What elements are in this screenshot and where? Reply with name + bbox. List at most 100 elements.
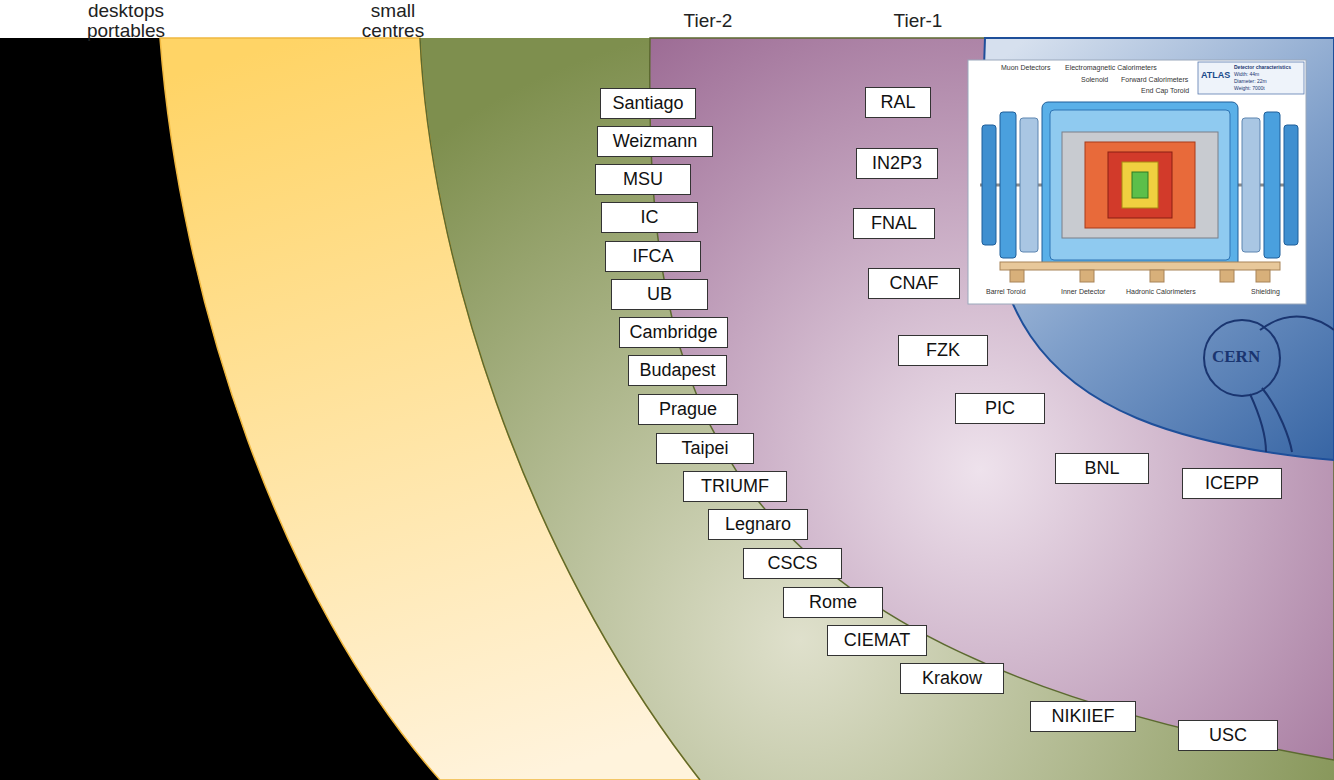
part-label: End Cap Toroid [1140,87,1190,95]
site-box: FZK [898,335,988,366]
site-box: Legnaro [708,509,808,540]
site-name: CSCS [761,549,823,578]
site-name: USC [1203,721,1253,750]
site-name: Prague [653,395,723,424]
site-name: IFCA [626,242,679,271]
drawing-part [1085,142,1195,228]
cern-logo [1204,317,1334,452]
site-name: RAL [874,88,921,117]
site-name: MSU [617,165,669,194]
inset-note: Width: 44m [1234,71,1259,77]
site-name: IC [635,203,665,232]
atlas-illustration [968,60,1306,304]
site-name: PIC [979,394,1021,423]
tier-heading: Tier-2 [660,11,756,31]
site-box: TRIUMF [683,471,787,502]
inset-note: Weight: 7000t [1234,85,1265,91]
tier-heading: desktops portables [78,1,174,41]
site-box: Prague [638,394,738,425]
site-box: RAL [865,87,931,118]
drawing-part [1204,320,1280,396]
site-name: NIKIIEF [1045,702,1120,731]
part-label: Electromagnetic Calorimeters [1064,64,1158,72]
site-name: Budapest [633,356,721,385]
site-name: Legnaro [719,510,797,539]
drawing-part [968,60,1306,304]
drawing-part [1264,112,1280,258]
site-name: Taipei [675,434,734,463]
inset-title: ATLAS [1201,70,1230,80]
drawing-part [1020,118,1038,252]
site-box: NIKIIEF [1030,701,1136,732]
drawing-part [1000,112,1016,258]
site-box: USC [1178,720,1278,751]
site-name: FZK [920,336,966,365]
site-box: CNAF [868,268,960,299]
site-box: CIEMAT [827,625,927,656]
part-label: Forward Calorimeters [1120,76,1189,84]
site-box: Budapest [628,355,727,386]
site-box: ICEPP [1182,468,1282,499]
site-box: Rome [783,587,883,618]
site-box: PIC [955,393,1045,424]
site-name: CNAF [884,269,945,298]
site-box: BNL [1055,453,1149,484]
site-name: BNL [1078,454,1125,483]
site-box: IC [601,202,698,233]
drawing-part [1132,172,1148,198]
site-name: IN2P3 [866,149,928,178]
site-name: ICEPP [1199,469,1265,498]
drawing-part [1198,62,1304,94]
site-box: UB [611,279,708,310]
drawing-part [1062,132,1218,238]
tier1-band [650,38,1334,760]
site-name: Rome [803,588,863,617]
site-box: Santiago [600,88,696,119]
tier-heading: small centres [348,1,438,41]
site-box: CSCS [743,548,842,579]
drawing-part [1284,125,1298,245]
site-name: TRIUMF [695,472,775,501]
inset-note: Detector characteristics [1234,64,1291,70]
site-box: Taipei [656,433,754,464]
drawing-part [1010,270,1024,282]
drawing-part [1262,388,1292,452]
site-box: FNAL [853,208,935,239]
part-label: Inner Detector [1060,288,1106,296]
drawing-part [1122,162,1158,208]
part-label: Muon Detectors [1000,64,1051,72]
part-label: Shielding [1250,288,1281,296]
part-label: Hadronic Calorimeters [1125,288,1197,296]
site-name: Weizmann [607,127,704,156]
site-name: Cambridge [623,318,723,347]
site-name: FNAL [865,209,923,238]
drawing-part [1050,110,1230,260]
site-box: IFCA [605,241,701,272]
tier2-band [0,38,1334,780]
drawing-part [1220,270,1234,282]
drawing-part [1042,102,1238,268]
part-label: Solenoid [1080,76,1109,84]
drawing-part [1256,270,1270,282]
site-name: Krakow [916,664,988,693]
drawing-part [1250,394,1266,452]
site-name: UB [641,280,678,309]
drawing-part [1000,262,1280,270]
site-box: IN2P3 [856,148,938,179]
site-name: CIEMAT [838,626,917,655]
drawing-part [1108,152,1172,218]
tier-heading: Tier-1 [870,11,966,31]
site-box: Weizmann [597,126,713,157]
site-box: Krakow [900,663,1004,694]
drawing-part [982,125,996,245]
inset-note: Diameter: 22m [1234,78,1267,84]
drawing-part [1150,270,1164,282]
drawing-part [1242,118,1260,252]
drawing-part [1080,270,1094,282]
logo-text: CERN [1212,348,1260,366]
site-name: Santiago [606,89,689,118]
drawing-part [1260,317,1334,330]
site-box: Cambridge [619,317,728,348]
site-box: MSU [595,164,691,195]
